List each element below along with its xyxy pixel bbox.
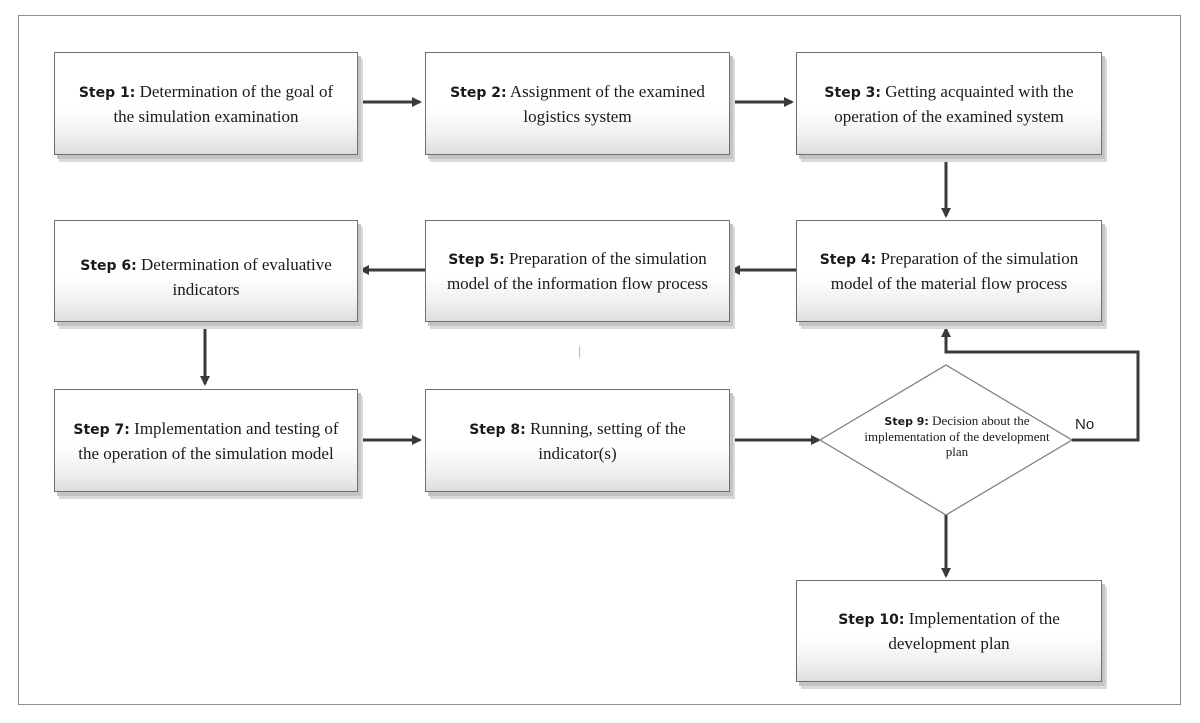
step-9-label: Step 9: [884,415,929,428]
step-9-text: Decision about the implementation of the… [864,413,1050,459]
step-2-content: Step 2: Assignment of the examined logis… [440,80,715,128]
step-8-content: Step 8: Running, setting of the indicato… [452,417,703,465]
step-2-text: Assignment of the examined logistics sys… [509,81,705,126]
arrow-step9-no-loop [941,327,1140,442]
step-7-label: Step 7: [73,421,130,438]
step-8-text: Running, setting of the indicator(s) [529,418,686,463]
step-2-box: Step 2: Assignment of the examined logis… [425,52,730,155]
step-3-box: Step 3: Getting acquainted with the oper… [796,52,1102,155]
step-1-box: Step 1: Determination of the goal of the… [54,52,358,155]
step-3-label: Step 3: [824,84,881,101]
step-10-content: Step 10: Implementation of the developme… [819,607,1079,655]
step-7-text: Implementation and testing of the operat… [78,418,339,463]
step-6-text: Determination of evaluative indicators [141,255,332,299]
step-5-label: Step 5: [448,252,505,268]
step-4-content: Step 4: Preparation of the simulation mo… [811,247,1087,295]
divider-tick [579,346,580,358]
step-2-label: Step 2: [450,84,507,101]
step-3-text: Getting acquainted with the operation of… [834,81,1074,126]
step-5-text: Preparation of the simulation model of t… [446,249,709,293]
no-branch-label: No [1075,416,1095,433]
step-4-label: Step 4: [819,252,877,268]
decision-diamond [818,364,1074,516]
step-10-box: Step 10: Implementation of the developme… [796,580,1102,682]
step-1-text: Determination of the goal of the simulat… [113,81,334,126]
step-3-content: Step 3: Getting acquainted with the oper… [811,80,1087,128]
step-7-content: Step 7: Implementation and testing of th… [69,417,343,465]
step-4-text: Preparation of the simulation model of t… [830,249,1079,293]
step-7-box: Step 7: Implementation and testing of th… [54,389,358,492]
step-5-content: Step 5: Preparation of the simulation mo… [440,247,715,295]
step-10-text: Implementation of the development plan [888,609,1060,653]
step-8-box: Step 8: Running, setting of the indicato… [425,389,730,492]
step-9-decision-text: Step 9: Decision about the implementatio… [858,413,1056,469]
step-6-label: Step 6: [80,258,137,274]
step-8-label: Step 8: [469,421,526,438]
step-6-content: Step 6: Determination of evaluative indi… [69,253,343,301]
step-10-label: Step 10: [838,612,905,628]
step-4-box: Step 4: Preparation of the simulation mo… [796,220,1102,322]
step-5-box: Step 5: Preparation of the simulation mo… [425,220,730,322]
step-1-label: Step 1: [78,84,136,101]
step-6-box: Step 6: Determination of evaluative indi… [54,220,358,322]
step-1-content: Step 1: Determination of the goal of the… [69,80,343,128]
